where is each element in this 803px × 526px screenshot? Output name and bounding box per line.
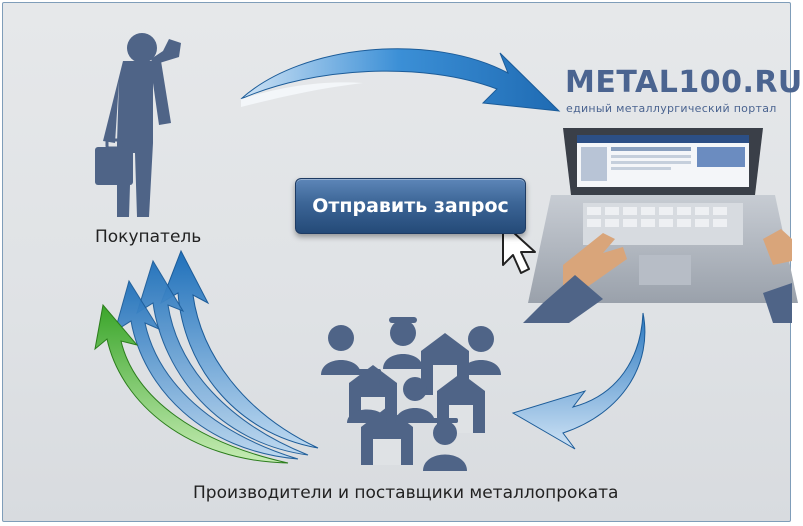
- suppliers-icon: [321, 317, 501, 471]
- arrows-suppliers-to-buyer: [94, 249, 319, 464]
- arrow-buyer-to-portal: [240, 48, 561, 112]
- illustration: [94, 33, 798, 471]
- businessman-icon: [95, 33, 181, 217]
- brand-subtitle: единый металлургический портал: [566, 102, 777, 115]
- brand-title: METAL100.RU: [565, 65, 803, 100]
- suppliers-label: Производители и поставщики металлопрокат…: [193, 483, 619, 503]
- arrow-portal-to-suppliers: [511, 312, 646, 450]
- buyer-label: Покупатель: [95, 227, 202, 247]
- send-request-button[interactable]: Отправить запрос: [295, 178, 526, 234]
- mouse-pointer-icon: [502, 222, 536, 274]
- laptop-icon: [523, 128, 798, 323]
